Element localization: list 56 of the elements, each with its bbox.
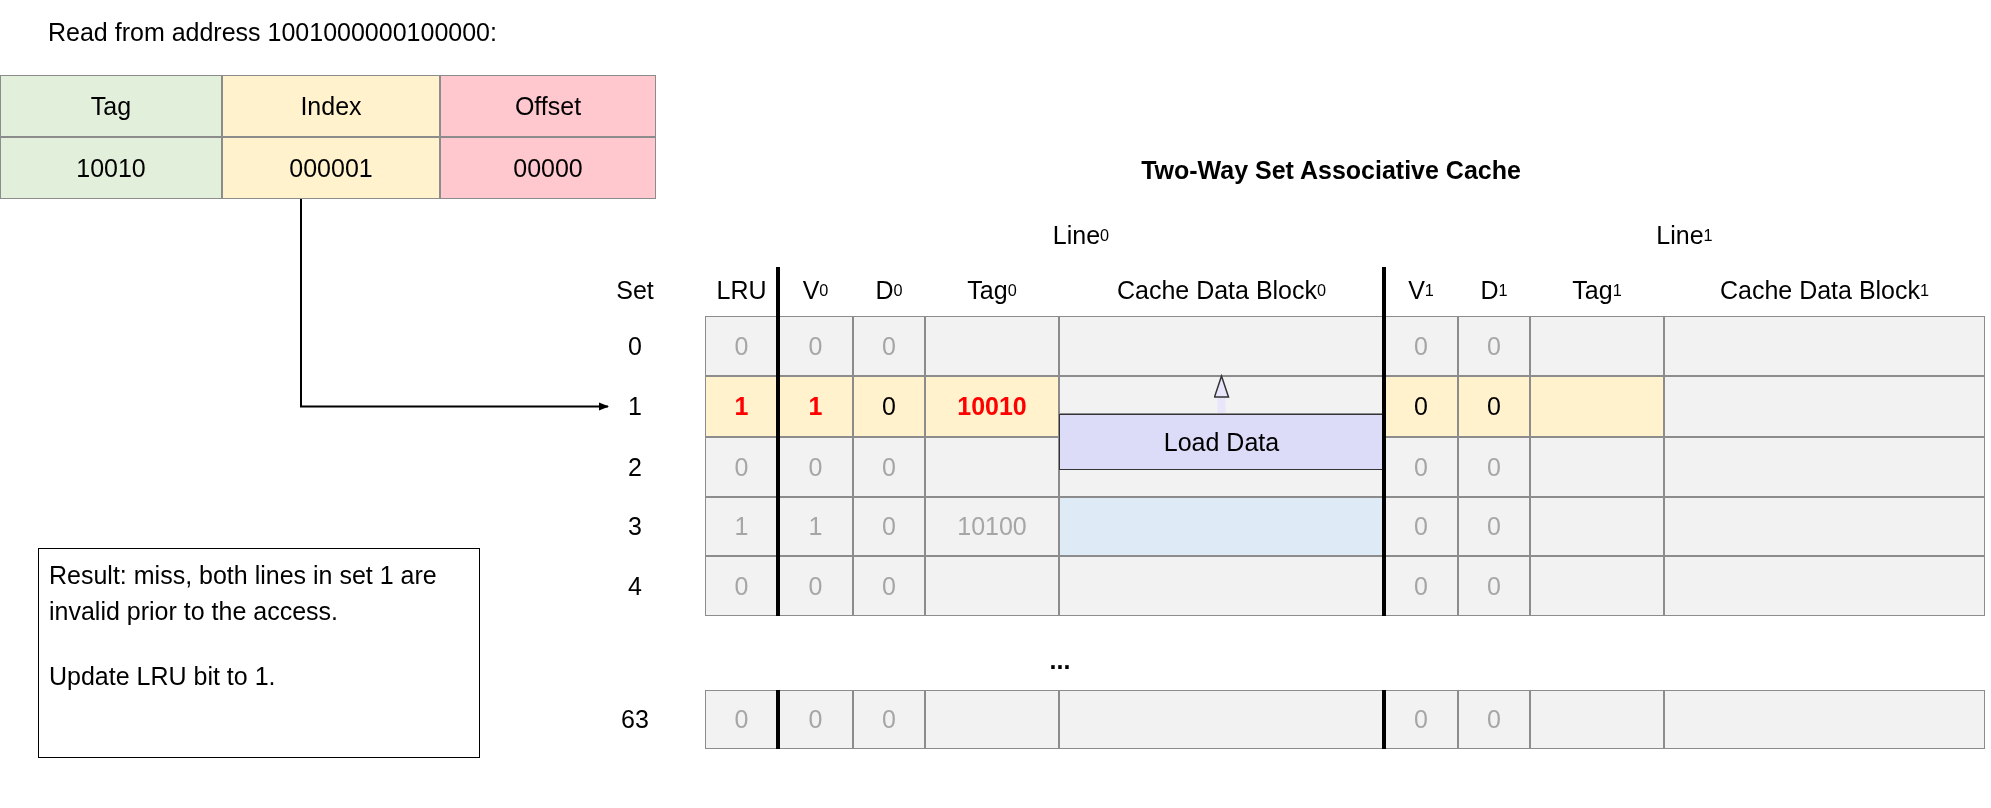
dirty-bit: 0 xyxy=(853,690,925,749)
dirty-bit: 0 xyxy=(1458,556,1530,616)
valid-bit: 0 xyxy=(1384,497,1458,556)
tag-value: 10010 xyxy=(925,376,1059,437)
valid-bit: 0 xyxy=(1384,316,1458,376)
set-number: 4 xyxy=(627,570,643,602)
valid-bit: 1 xyxy=(778,376,853,437)
dirty-bit: 0 xyxy=(853,556,925,616)
field-header: Tag xyxy=(0,75,222,137)
data-block-cell xyxy=(1059,376,1384,414)
lru-bit: 0 xyxy=(705,316,778,376)
set-number: 1 xyxy=(610,376,660,437)
hollow-arrow xyxy=(1213,375,1230,413)
valid-bit: 0 xyxy=(778,437,853,497)
load-data-box: Load Data xyxy=(1059,414,1384,470)
valid-bit: 0 xyxy=(1384,690,1458,749)
lru-bit: 0 xyxy=(705,556,778,616)
field-value: 00000 xyxy=(440,137,656,199)
lru-bit: 0 xyxy=(705,690,778,749)
lru-bit: 1 xyxy=(705,497,778,556)
dirty-bit: 0 xyxy=(1458,497,1530,556)
column-header: LRU xyxy=(715,274,768,306)
arrow xyxy=(300,198,609,411)
set-number: 0 xyxy=(627,330,643,362)
valid-bit: 0 xyxy=(1384,556,1458,616)
tag-value: 10100 xyxy=(925,497,1059,556)
set-number: 2 xyxy=(627,451,643,483)
valid-bit: 0 xyxy=(1384,376,1458,437)
dirty-bit: 0 xyxy=(1458,437,1530,497)
dirty-bit: 0 xyxy=(853,497,925,556)
valid-bit: 0 xyxy=(778,556,853,616)
field-value: 10010 xyxy=(0,137,222,199)
column-header: Set xyxy=(615,274,655,306)
dirty-bit: 0 xyxy=(1458,316,1530,376)
dirty-bit: 0 xyxy=(1458,376,1530,437)
dirty-bit: 0 xyxy=(853,316,925,376)
lru-bit: 1 xyxy=(705,376,778,437)
set-number: 63 xyxy=(620,704,650,735)
valid-bit: 0 xyxy=(778,316,853,376)
set-number: 3 xyxy=(627,511,643,542)
note-box xyxy=(38,548,480,758)
dirty-bit: 0 xyxy=(853,376,925,437)
note-text: Result: miss, both lines in set 1 are invalid prior to the access. xyxy=(49,560,438,628)
address-caption: Read from address 1001000000100000: xyxy=(48,18,497,47)
dirty-bit: 0 xyxy=(853,437,925,497)
dirty-bit: 0 xyxy=(1458,690,1530,749)
note-text: Update LRU bit to 1. xyxy=(49,660,276,692)
ellipsis: ... xyxy=(1048,644,1072,676)
valid-bit: 1 xyxy=(778,497,853,556)
lru-bit: 0 xyxy=(705,437,778,497)
valid-bit: 0 xyxy=(1384,437,1458,497)
field-header: Index xyxy=(222,75,440,137)
field-header: Offset xyxy=(440,75,656,137)
table-title: Two-Way Set Associative Cache xyxy=(1140,154,1522,186)
field-value: 000001 xyxy=(222,137,440,199)
valid-bit: 0 xyxy=(778,690,853,749)
